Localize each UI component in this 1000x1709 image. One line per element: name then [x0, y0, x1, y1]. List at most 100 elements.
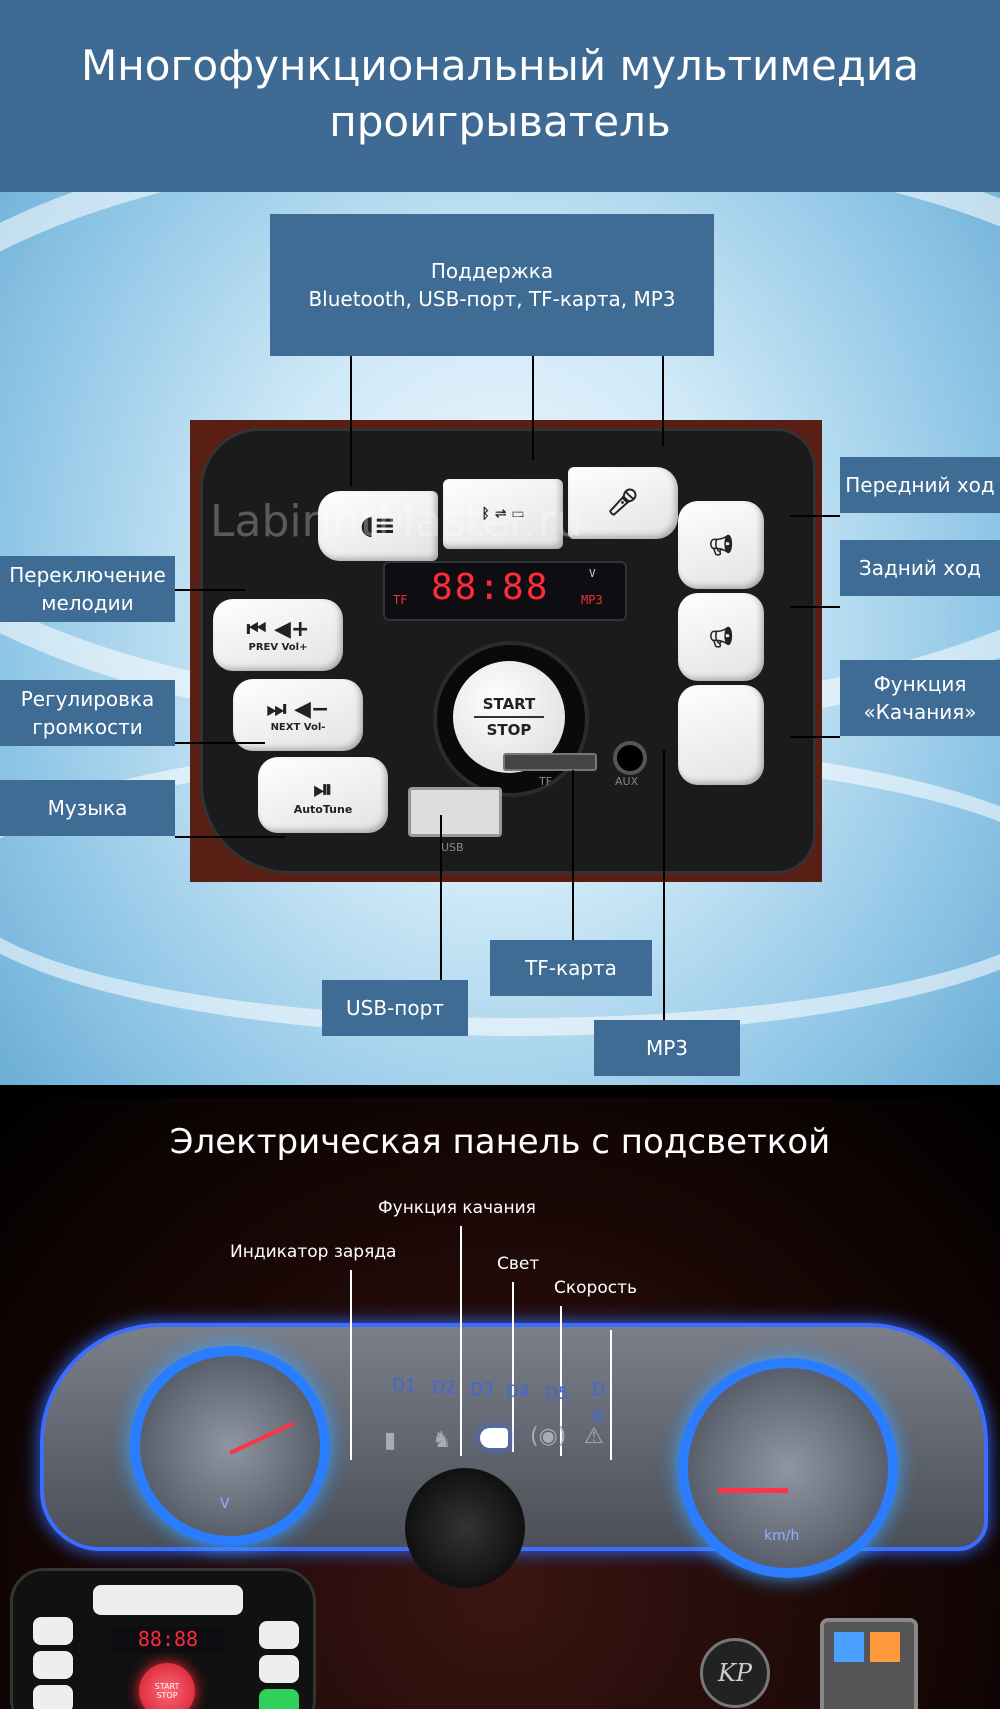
label-speed: Скорость	[554, 1278, 637, 1298]
indicator-d2: D2	[432, 1378, 456, 1398]
label-music: Музыка	[0, 780, 175, 836]
display-tf: TF	[393, 593, 408, 607]
label-melody: Переключение мелодии	[0, 556, 175, 622]
line-support-1	[350, 356, 352, 486]
reverse-button[interactable]: 📢︎	[678, 593, 764, 681]
play-pause-icon: ⏯	[313, 774, 333, 803]
label-melody-line1: Переключение	[9, 563, 166, 587]
label-charge: Индикатор заряда	[230, 1242, 397, 1262]
tf-slot[interactable]	[503, 753, 597, 771]
top-header: Многофункциональный мультимедиа проигрыв…	[0, 0, 1000, 192]
line-speed	[560, 1306, 562, 1456]
tf-port-label: TF	[539, 775, 553, 788]
mini-next-button[interactable]	[33, 1651, 73, 1679]
line-melody	[175, 589, 245, 591]
usb-port[interactable]	[408, 787, 502, 837]
prev-label: PREV	[248, 642, 279, 653]
mini-top-buttons[interactable]	[93, 1585, 243, 1615]
mini-forward-button[interactable]	[259, 1621, 299, 1649]
rocking-horse-icon: ♞	[432, 1428, 452, 1453]
microphone-icon: 🎤︎	[606, 488, 640, 518]
line-swing	[790, 736, 840, 738]
line-gear	[610, 1330, 612, 1460]
aux-port-label: AUX	[615, 775, 639, 788]
light-button[interactable]: ◖≡	[318, 491, 438, 561]
label-mp3: MP3	[594, 1020, 740, 1076]
watermark: LabirintMaster.ru	[210, 496, 584, 547]
horn-icon: 📢︎	[708, 533, 734, 557]
voltage-unit: V	[220, 1496, 230, 1512]
gear-d: D	[592, 1380, 606, 1400]
mini-play-button[interactable]	[33, 1685, 73, 1709]
label-light: Свет	[497, 1254, 540, 1274]
display-mp3: MP3	[581, 593, 603, 607]
vol-plus-label: Vol+	[281, 642, 308, 653]
label-volume-line1: Регулировка	[20, 687, 155, 711]
headlight-indicator-icon	[480, 1428, 508, 1448]
horn-icon-2: 📢︎	[708, 625, 734, 649]
multimedia-section: Многофункциональный мультимедиа проигрыв…	[0, 0, 1000, 1085]
next-label: NEXT	[270, 722, 301, 733]
play-pause-button[interactable]: ⏯ AutoTune	[258, 757, 388, 833]
multimedia-device: ◖≡ ᛒ ⇌ ▭ 🎤︎ TF 88:88 V MP3 START STOP	[190, 420, 822, 882]
voltage-gauge: V	[130, 1346, 330, 1546]
swing-button[interactable]	[678, 685, 764, 785]
dashboard-section: Электрическая панель с подсветкой Индика…	[0, 1098, 1000, 1709]
prev-icon: ⏮ ◀+	[246, 617, 310, 642]
next-icon: ⏭ ◀−	[266, 697, 330, 722]
mini-stop-label: STOP	[156, 1691, 178, 1700]
side-screen	[820, 1618, 918, 1709]
mini-prev-button[interactable]	[33, 1617, 73, 1645]
label-usb-text: USB-порт	[346, 996, 444, 1020]
brake-icon: (◉)	[530, 1424, 567, 1449]
label-tf-text: TF-карта	[525, 956, 617, 980]
support-label: Поддержка Bluetooth, USB-порт, TF-карта,…	[270, 214, 714, 356]
label-swing-func: Функция качания	[378, 1198, 536, 1218]
microphone-button[interactable]: 🎤︎	[568, 467, 678, 539]
gear-r: R	[592, 1408, 604, 1428]
stop-label: STOP	[486, 721, 532, 739]
label-tf: TF-карта	[490, 940, 652, 996]
line-music	[175, 836, 285, 838]
dashboard-title: Электрическая панель с подсветкой	[169, 1122, 831, 1162]
support-line2: Bluetooth, USB-порт, TF-карта, MP3	[308, 287, 676, 311]
line-forward	[790, 515, 840, 517]
label-volume-line2: громкости	[32, 715, 143, 739]
aux-jack[interactable]	[613, 741, 647, 775]
usb-port-label: USB	[441, 841, 464, 854]
mini-green-button[interactable]	[259, 1689, 299, 1709]
label-volume: Регулировка громкости	[0, 680, 175, 746]
display-digits: 88:88	[431, 567, 550, 608]
bluetooth-usb-button[interactable]: ᛒ ⇌ ▭	[443, 479, 563, 549]
title-line1: Многофункциональный мультимедиа	[81, 41, 919, 90]
label-swing-line1: Функция	[873, 672, 967, 696]
next-vol-minus-button[interactable]: ⏭ ◀− NEXT Vol-	[233, 679, 363, 751]
line-usb	[440, 815, 442, 980]
label-mp3-text: MP3	[645, 1036, 689, 1060]
voltage-needle	[229, 1421, 295, 1455]
bluetooth-icon: ᛒ ⇌ ▭	[481, 506, 525, 522]
line-volume	[175, 742, 265, 744]
steering-column	[405, 1468, 525, 1588]
label-reverse-text: Задний ход	[858, 556, 982, 580]
support-line1: Поддержка	[430, 259, 554, 283]
label-music-text: Музыка	[47, 796, 128, 820]
line-tf	[572, 770, 574, 940]
mini-start-stop[interactable]: START STOP	[139, 1663, 195, 1709]
line-support-2	[532, 356, 534, 460]
line-mp3	[663, 750, 665, 1020]
line-light	[512, 1282, 514, 1452]
label-melody-line2: мелодии	[41, 591, 134, 615]
prev-vol-plus-button[interactable]: ⏮ ◀+ PREV Vol+	[213, 599, 343, 671]
forward-button[interactable]: 📢︎	[678, 501, 764, 589]
indicator-d5: D5	[545, 1384, 569, 1404]
autotune-label: AutoTune	[293, 802, 353, 816]
label-forward: Передний ход	[840, 457, 1000, 513]
line-charge	[350, 1270, 352, 1460]
speed-unit: km/h	[764, 1528, 800, 1544]
mini-start-label: START	[154, 1682, 180, 1691]
warning-icon: ⚠	[584, 1424, 604, 1449]
mini-reverse-button[interactable]	[259, 1655, 299, 1683]
label-forward-text: Передний ход	[845, 473, 995, 497]
brand-logo: KP	[700, 1638, 770, 1708]
